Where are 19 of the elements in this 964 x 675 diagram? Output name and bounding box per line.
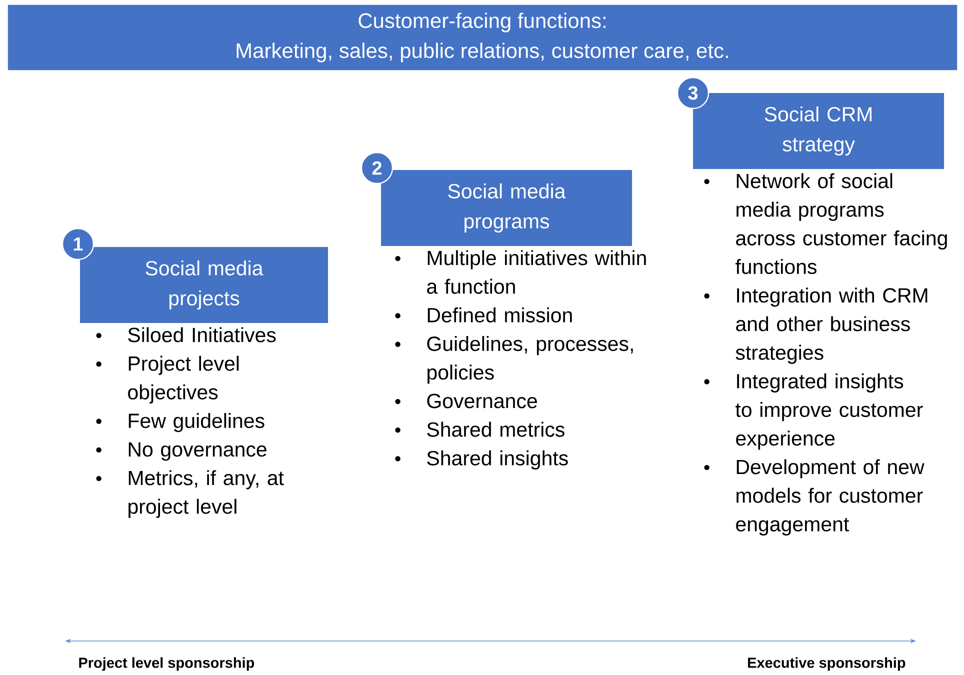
axis-label: Project level sponsorship [79, 657, 254, 671]
bullet-item: Project level objectives [96, 356, 239, 404]
bullet-item: Shared metrics [395, 422, 564, 437]
bullet-item: Network of social media programs across customer facing functions [704, 173, 947, 274]
stage-box: Social media programs [381, 170, 632, 246]
bullet-item: Shared insights [395, 450, 568, 470]
bullet-item: Siloed Initiatives [96, 327, 276, 342]
bullet-item: Metrics, if any, at project level [96, 470, 284, 518]
bullet-item: Governance [395, 394, 537, 408]
bullet-item: Few guidelines [96, 413, 264, 432]
bullet-item: Defined mission [395, 307, 572, 322]
bullet-item: Guidelines, processes, policies [395, 336, 633, 384]
axis-label: Executive sponsorship [748, 657, 906, 671]
bullet-item: Integration with CRM and other business strategies [704, 288, 928, 364]
bullet-item: Development of new models for customer engagement [704, 459, 924, 536]
bullet-item: No governance [96, 442, 266, 461]
bullet-item: Integrated insights to improve customer experience [704, 373, 923, 450]
bullet-item: Multiple initiatives within a function [395, 250, 646, 294]
banner-box: Customer-facing functions: Marketing, sales, public relations, customer care, etc. [7, 4, 958, 71]
